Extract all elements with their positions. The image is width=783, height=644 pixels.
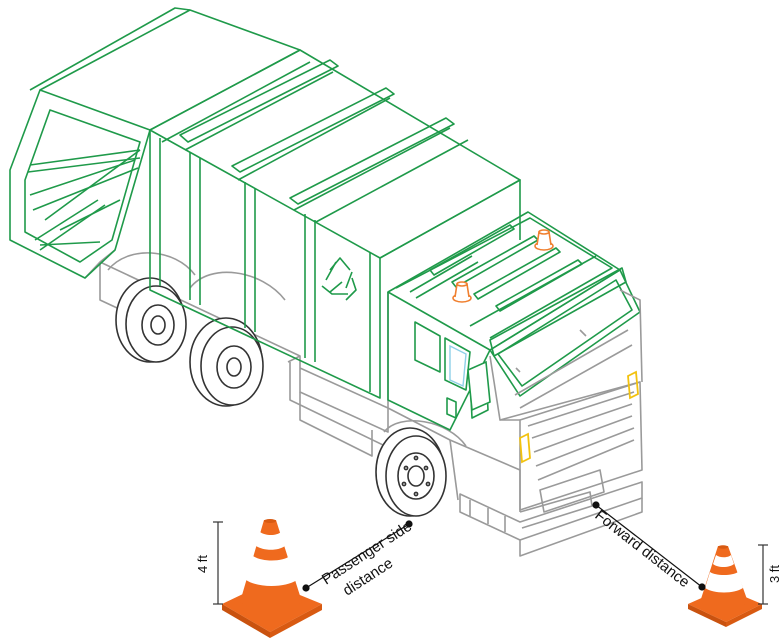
cab-window-tint	[450, 346, 466, 386]
indicator-light-left	[520, 434, 530, 462]
roof-beacon-1	[453, 282, 471, 302]
side-mirror	[468, 362, 490, 410]
traffic-cone-large	[222, 519, 322, 638]
front-wheel	[376, 428, 446, 516]
rear-wheel-2	[190, 318, 263, 406]
roof-beacon-2	[535, 230, 553, 250]
cone-small-height-label: 3 ft	[767, 565, 782, 583]
recycle-icon	[322, 258, 356, 300]
truck-cab	[388, 212, 640, 430]
height-marker-large-cone	[213, 522, 223, 604]
forward-distance-label: Forward distance	[592, 507, 693, 591]
cone-large-height-label: 4 ft	[195, 555, 210, 573]
